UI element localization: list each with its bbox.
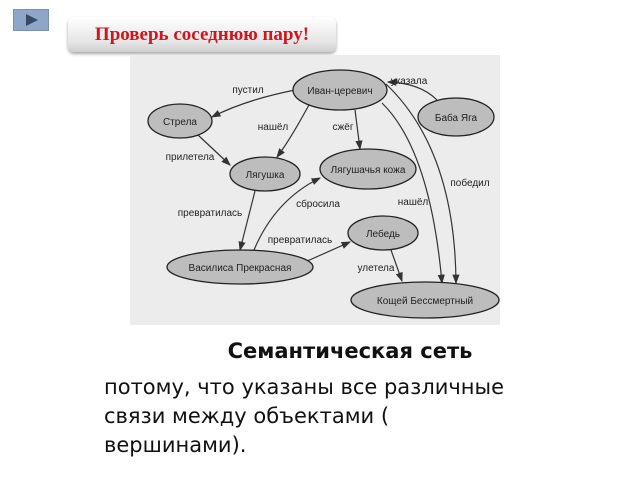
node-lyagushka: Лягушка [246, 170, 285, 181]
banner-text: Проверь соседнюю пару! [94, 23, 310, 45]
node-vasilisa: Василиса Прекрасная [189, 263, 292, 274]
edge-label: пустил [232, 85, 263, 96]
edges [197, 78, 460, 285]
edge-label: нашёл [398, 197, 429, 208]
play-icon [26, 14, 38, 26]
check-banner: Проверь соседнюю пару! [68, 17, 336, 52]
edge-label: победил [450, 177, 489, 189]
edge-label: превратилась [178, 208, 243, 219]
node-kozha: Лягушачья кожа [331, 165, 406, 176]
node-baba-yaga: Баба Яга [435, 112, 478, 124]
text-line: вершинами). [104, 433, 247, 457]
edge-label: указала [391, 76, 428, 87]
edge-label: сжёг [332, 122, 353, 133]
edge-label: нашёл [258, 122, 289, 133]
edge-label: улетела [358, 263, 395, 274]
edge-label: сбросила [296, 198, 340, 210]
text-line: потому, что указаны все различные [104, 375, 505, 399]
nodes [147, 69, 500, 319]
edge-label: превратилась [268, 235, 333, 246]
explanation-text: потому, что указаны все различные связи … [104, 373, 594, 460]
node-koshey: Кощей Бессмертный [377, 296, 473, 307]
text-line: связи между объектами ( [104, 404, 390, 428]
node-strela: Стрела [163, 117, 197, 128]
edge-label: прилетела [166, 152, 215, 163]
node-ivan: Иван-церевич [307, 86, 372, 97]
node-lebed: Лебедь [366, 228, 400, 240]
heading: Семантическая сеть [227, 339, 473, 363]
play-button[interactable] [13, 9, 49, 31]
semantic-network-diagram: Иван-церевич Стрела Баба Яга Лягушка Ляг… [130, 55, 500, 325]
